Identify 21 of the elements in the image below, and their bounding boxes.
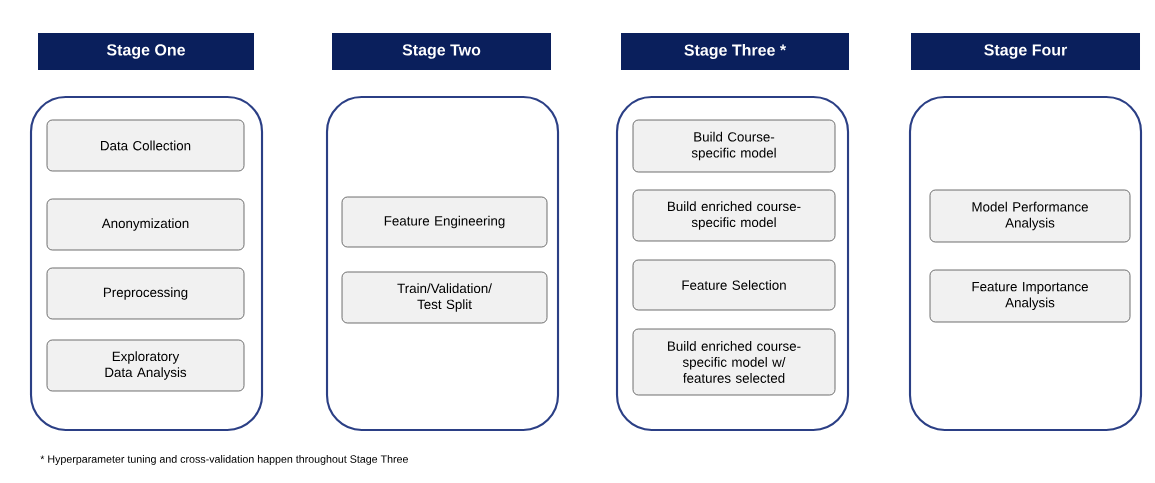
stage-panel bbox=[908, 95, 1143, 432]
process-box: Build enriched course-specific model w/ features selected bbox=[632, 328, 836, 396]
stage-header: Stage Four bbox=[911, 33, 1140, 70]
stage-panel bbox=[29, 95, 264, 432]
process-box: Feature Engineering bbox=[341, 196, 548, 248]
stage-header: Stage One bbox=[38, 33, 254, 70]
stage-header: Stage Two bbox=[332, 33, 551, 70]
process-box: Model Performance Analysis bbox=[929, 189, 1131, 243]
process-box: Anonymization bbox=[46, 198, 245, 251]
stage-header: Stage Three * bbox=[621, 33, 849, 70]
stage-panel bbox=[615, 95, 850, 432]
process-box: Feature Selection bbox=[632, 259, 836, 311]
process-box: Build enriched course-specific model bbox=[632, 189, 836, 242]
process-box: Build Course-specific model bbox=[632, 119, 836, 173]
process-box: Data Collection bbox=[46, 119, 245, 172]
process-box: Train/Validation/ Test Split bbox=[341, 271, 548, 324]
stage-panel bbox=[325, 95, 560, 432]
process-box: Exploratory Data Analysis bbox=[46, 339, 245, 392]
footnote: * Hyperparameter tuning and cross-validation happen throughout Stage Three bbox=[40, 455, 408, 465]
process-box: Preprocessing bbox=[46, 267, 245, 320]
process-box: Feature Importance Analysis bbox=[929, 269, 1131, 323]
